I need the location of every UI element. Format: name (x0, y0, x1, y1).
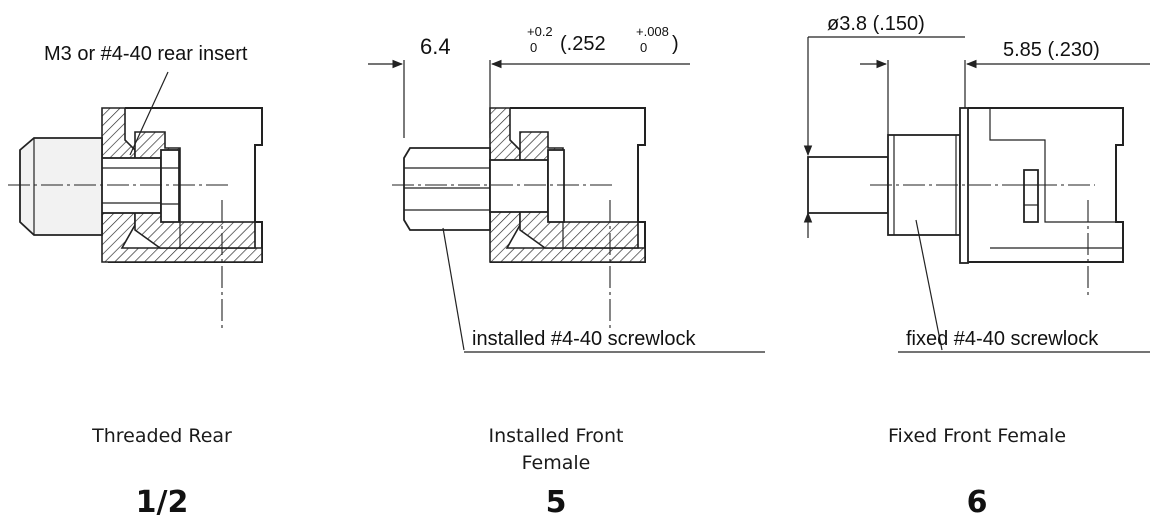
hex-nut (160, 149, 180, 223)
code-fixed-front: 6 (967, 485, 988, 520)
screwlock-stud (489, 159, 549, 213)
insert-leader (129, 71, 169, 156)
inch-close-paren: ) (672, 33, 679, 55)
caption-threaded-rear: Threaded Rear (91, 425, 232, 447)
tolerance-plus: +0.2 (527, 24, 553, 39)
tolerance-zero: 0 (530, 40, 537, 55)
installed-front-view: 6.4 +0.2 0 (.252 +.008 0 ) installed #4-… (368, 24, 765, 353)
code-threaded-rear: 1/2 (136, 485, 189, 520)
inch-tolerance-plus: +.008 (636, 24, 669, 39)
captions: Threaded Rear 1/2 Installed Front Female… (91, 425, 1066, 520)
fixed-screwlock-callout: fixed #4-40 screwlock (906, 328, 1099, 350)
inch-tolerance-zero: 0 (640, 40, 647, 55)
threaded-rear-view: M3 or #4-40 rear insert (8, 43, 263, 330)
flange-width-dimension: 6.4 (420, 34, 451, 59)
mating-plug (19, 137, 103, 236)
caption-installed-front-line2: Female (522, 452, 591, 474)
screwlock-hex (403, 147, 491, 231)
diameter-dimension: ø3.8 (.150) (827, 13, 925, 35)
caption-installed-front: Installed Front (488, 425, 623, 447)
caption-fixed-front: Fixed Front Female (888, 425, 1066, 447)
installed-screwlock-callout: installed #4-40 screwlock (472, 328, 696, 350)
fixed-housing-outline (968, 107, 1124, 263)
code-installed-front: 5 (546, 485, 567, 520)
fixed-front-view: ø3.8 (.150) 5.85 (.230) fixed #4-40 scre… (803, 13, 1150, 353)
inch-value: (.252 (560, 33, 606, 55)
screwlock-leader (442, 227, 465, 351)
front-hex-nut (547, 149, 565, 223)
length-dimension: 5.85 (.230) (1003, 39, 1100, 61)
front-flange-section (489, 107, 646, 263)
rear-insert-callout: M3 or #4-40 rear insert (44, 43, 248, 65)
fixed-screwlock-leader (915, 219, 943, 351)
